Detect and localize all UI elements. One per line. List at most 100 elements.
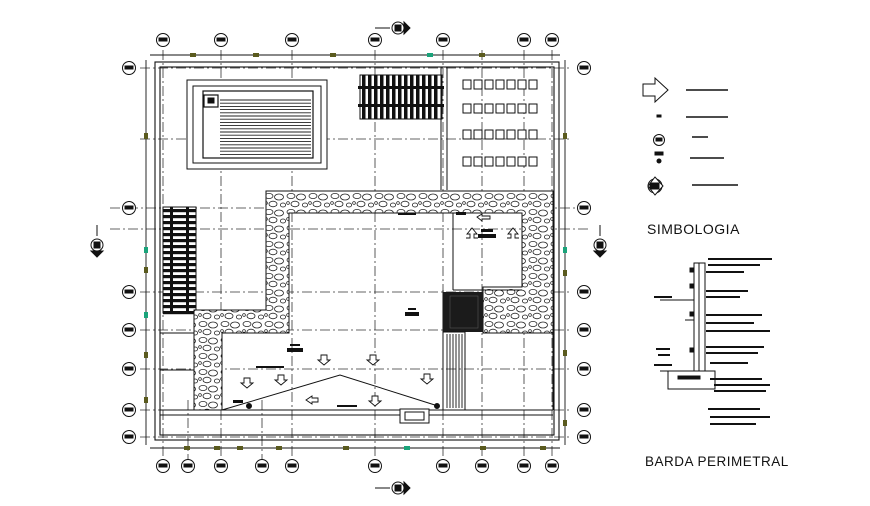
axis-bubble-bottom-2 bbox=[181, 459, 195, 473]
leader-line bbox=[706, 322, 754, 324]
pergola-beam bbox=[392, 75, 396, 119]
axis-bubble-left-1 bbox=[122, 61, 136, 75]
parking-stall bbox=[484, 129, 494, 140]
axis-bubble-bottom-5 bbox=[285, 459, 299, 473]
leader-line bbox=[714, 384, 770, 386]
leader-line bbox=[654, 296, 672, 298]
section-cut-right bbox=[592, 225, 608, 258]
pergola-beam bbox=[163, 221, 196, 225]
pergola-beam bbox=[362, 75, 366, 119]
axis-bubble-left-3 bbox=[122, 285, 136, 299]
parking-stall bbox=[495, 156, 505, 167]
dimension-ticks bbox=[144, 53, 567, 450]
parking-stalls bbox=[462, 79, 538, 167]
parking-stall bbox=[528, 79, 538, 90]
gate bbox=[399, 408, 430, 424]
pool-hatch bbox=[220, 99, 311, 155]
axis-bubble-right-5 bbox=[577, 362, 591, 376]
axis-bubble-bottom-8 bbox=[475, 459, 489, 473]
legend-section-symbol bbox=[647, 176, 664, 196]
triangular-planter bbox=[221, 374, 440, 411]
section-cut-markers bbox=[89, 20, 608, 496]
legend-dash-symbol bbox=[656, 114, 662, 118]
pergola-beam bbox=[398, 75, 402, 119]
parking-stall bbox=[495, 79, 505, 90]
parking-stall bbox=[506, 103, 516, 114]
pergola-beam bbox=[163, 275, 196, 279]
legend-level-symbol bbox=[654, 151, 664, 164]
axis-bubble-bottom-1 bbox=[156, 459, 170, 473]
leader-line bbox=[708, 258, 772, 260]
axis-markers bbox=[122, 33, 591, 473]
axis-bubble-right-1 bbox=[577, 61, 591, 75]
parking-stall bbox=[462, 129, 472, 140]
pool bbox=[186, 79, 328, 170]
pergola-rail bbox=[358, 86, 444, 89]
axis-bubble-left-6 bbox=[122, 403, 136, 417]
pergola-beam bbox=[163, 263, 196, 267]
axis-bubble-top-4 bbox=[368, 33, 382, 47]
parking-stall bbox=[528, 129, 538, 140]
axis-bubble-left-5 bbox=[122, 362, 136, 376]
axis-bubble-top-7 bbox=[545, 33, 559, 47]
axis-bubble-left-2 bbox=[122, 201, 136, 215]
stone-wall bbox=[193, 190, 554, 411]
pergola-rail bbox=[170, 207, 173, 313]
pergola-top-beams bbox=[358, 75, 444, 119]
leader-line bbox=[706, 352, 758, 354]
pergola-beam bbox=[416, 75, 420, 119]
axis-bubble-top-6 bbox=[517, 33, 531, 47]
leader-line bbox=[706, 314, 762, 316]
axis-bubble-top-3 bbox=[285, 33, 299, 47]
parking-stall bbox=[484, 103, 494, 114]
pergola-beam bbox=[374, 75, 378, 119]
legend-title: SIMBOLOGIA bbox=[647, 221, 740, 237]
pergola-beam bbox=[434, 75, 438, 119]
perimeter-wall bbox=[154, 61, 560, 441]
leader-line bbox=[710, 416, 770, 418]
leader-line bbox=[714, 390, 766, 392]
leader-line bbox=[708, 408, 760, 410]
axis-bubble-right-3 bbox=[577, 285, 591, 299]
parking-stall bbox=[517, 129, 527, 140]
leader-line bbox=[706, 330, 770, 332]
section-cut-left bbox=[89, 225, 105, 258]
leader-line bbox=[706, 290, 748, 292]
section-cut-top bbox=[375, 20, 411, 36]
axis-bubble-top-2 bbox=[214, 33, 228, 47]
pergola-rail bbox=[186, 207, 189, 313]
stair-block bbox=[443, 292, 483, 332]
pergola-beam bbox=[380, 75, 384, 119]
parking-stall bbox=[528, 156, 538, 167]
axis-bubble-bottom-6 bbox=[368, 459, 382, 473]
pergola-beam bbox=[163, 257, 196, 261]
parking-stall bbox=[517, 103, 527, 114]
pergola-beam bbox=[163, 239, 196, 243]
pergola-beam bbox=[428, 75, 432, 119]
axis-bubble-bottom-10 bbox=[545, 459, 559, 473]
pergola-beam bbox=[368, 75, 372, 119]
pergola-beam bbox=[163, 287, 196, 291]
pergola-rail bbox=[358, 104, 444, 107]
axis-bubble-right-7 bbox=[577, 430, 591, 444]
leader-line bbox=[656, 348, 670, 350]
parking-stall bbox=[506, 129, 516, 140]
parking-stall bbox=[473, 129, 483, 140]
section-leader-lines bbox=[654, 258, 772, 425]
pergola-beam bbox=[163, 251, 196, 255]
parking-stall bbox=[495, 129, 505, 140]
pergola-beam bbox=[163, 269, 196, 273]
leader-line bbox=[706, 271, 744, 273]
flow-arrows bbox=[239, 213, 519, 407]
ramp-frame bbox=[442, 331, 466, 411]
parking-stall bbox=[528, 103, 538, 114]
parking-stall bbox=[506, 79, 516, 90]
leader-line bbox=[658, 354, 670, 356]
leader-line bbox=[710, 362, 748, 364]
pergola-beam bbox=[410, 75, 414, 119]
pergola-beam bbox=[163, 299, 196, 303]
pergola-beam bbox=[404, 75, 408, 119]
parking-stall bbox=[462, 103, 472, 114]
pergola-beam bbox=[163, 311, 196, 315]
pergola-beam bbox=[163, 209, 196, 213]
